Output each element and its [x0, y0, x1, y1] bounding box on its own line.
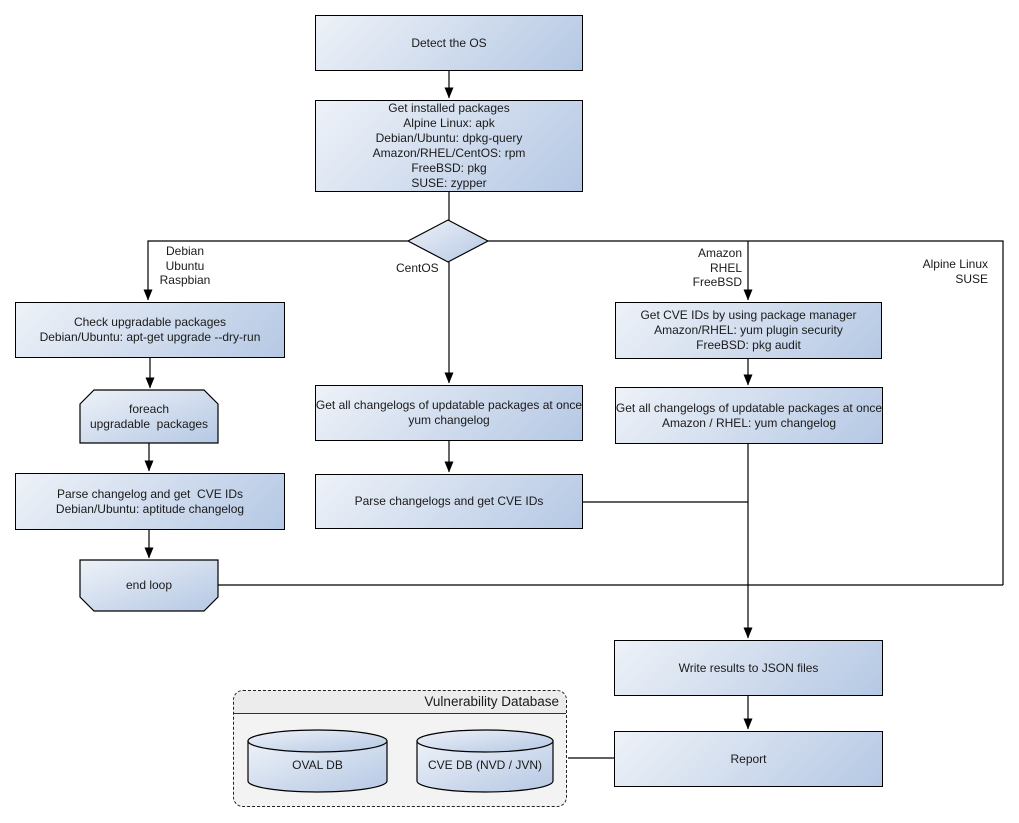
node-label: Check upgradable packages Debian/Ubuntu:…	[39, 315, 261, 344]
oval-db-label-wrap: OVAL DB	[248, 746, 387, 784]
oval-db-cylinder	[247, 729, 388, 793]
node-get-cve-ids-package-manager: Get CVE IDs by using package manager Ama…	[615, 302, 882, 359]
branch-label-debian: Debian Ubuntu Raspbian	[159, 244, 211, 287]
node-label: Write results to JSON files	[678, 660, 819, 675]
node-parse-changelogs-centos: Parse changelogs and get CVE IDs	[315, 474, 583, 529]
node-label: Get all changelogs of updatable packages…	[315, 398, 583, 427]
node-parse-changelog-debian: Parse changelog and get CVE IDs Debian/U…	[15, 473, 285, 530]
oval-db-label: OVAL DB	[292, 757, 343, 772]
node-label: Parse changelogs and get CVE IDs	[354, 494, 544, 508]
foreach-loop-shape	[79, 389, 219, 444]
node-label: end loop	[125, 578, 173, 592]
node-label: Detect the OS	[411, 35, 487, 50]
node-label: foreach upgradable packages	[89, 401, 209, 431]
connector-debian-branch	[143, 240, 408, 301]
cve-db-label: CVE DB (NVD / JVN)	[427, 757, 542, 772]
node-label: Get CVE IDs by using package manager Ama…	[640, 308, 857, 352]
branch-label-amazon: Amazon RHEL FreeBSD	[692, 246, 742, 289]
node-label: Get installed packages Alpine Linux: apk…	[372, 101, 526, 190]
node-report: Report	[614, 731, 883, 787]
node-detect-os: Detect the OS	[315, 15, 583, 71]
node-write-results-json: Write results to JSON files	[614, 640, 883, 696]
node-end-loop: end loop	[80, 560, 218, 611]
cve-db-label-wrap: CVE DB (NVD / JVN)	[417, 746, 553, 784]
node-check-upgradable-packages: Check upgradable packages Debian/Ubuntu:…	[15, 302, 285, 358]
node-label: Report	[730, 751, 767, 766]
cve-db-cylinder	[416, 729, 554, 793]
branch-label-centos: CentOS	[396, 261, 439, 275]
node-get-changelogs-amazon: Get all changelogs of updatable packages…	[615, 387, 883, 444]
node-foreach-loop: foreach upgradable packages	[80, 390, 218, 443]
node-label: Parse changelog and get CVE IDs Debian/U…	[55, 486, 245, 516]
node-get-changelogs-centos: Get all changelogs of updatable packages…	[315, 385, 583, 441]
end-loop-shape	[79, 559, 219, 612]
decision-diamond	[406, 219, 490, 263]
vulnerability-database-title: Vulnerability Database	[234, 691, 566, 714]
node-label: Get all changelogs of updatable packages…	[615, 400, 883, 430]
connector-alpine-branch	[488, 240, 1004, 585]
node-get-installed-packages: Get installed packages Alpine Linux: apk…	[315, 100, 583, 192]
branch-label-alpine: Alpine Linux SUSE	[922, 257, 988, 286]
